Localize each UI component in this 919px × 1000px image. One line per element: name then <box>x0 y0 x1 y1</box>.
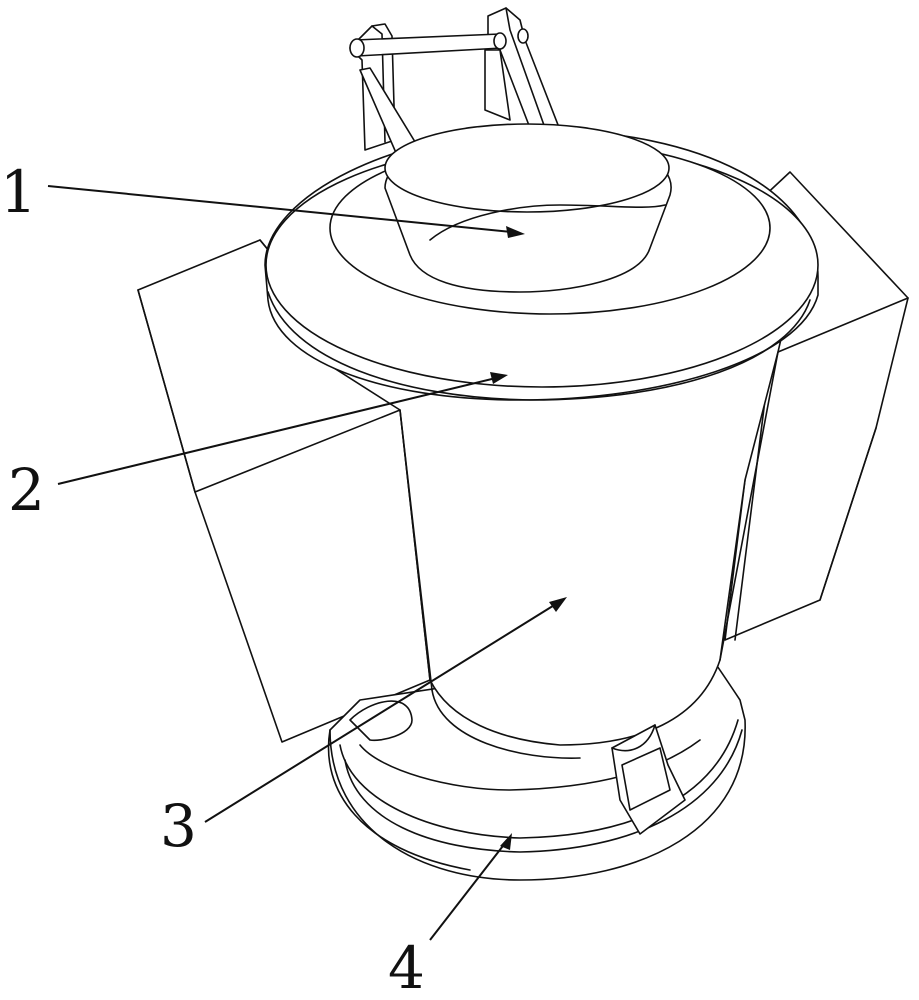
base-notch <box>349 700 413 742</box>
label-part-4: 4 <box>388 934 425 1000</box>
label-part-2: 2 <box>8 456 45 524</box>
hanging-bracket <box>349 7 561 163</box>
main-body <box>289 299 791 759</box>
leader-line-4 <box>429 833 512 941</box>
leader-line-2 <box>57 372 508 485</box>
leader-line-3 <box>204 597 567 823</box>
leader-line-1 <box>47 185 525 238</box>
base-spout <box>611 724 686 835</box>
feed-hopper <box>384 123 672 293</box>
label-part-3: 3 <box>160 792 197 860</box>
label-part-1: 1 <box>0 158 37 226</box>
